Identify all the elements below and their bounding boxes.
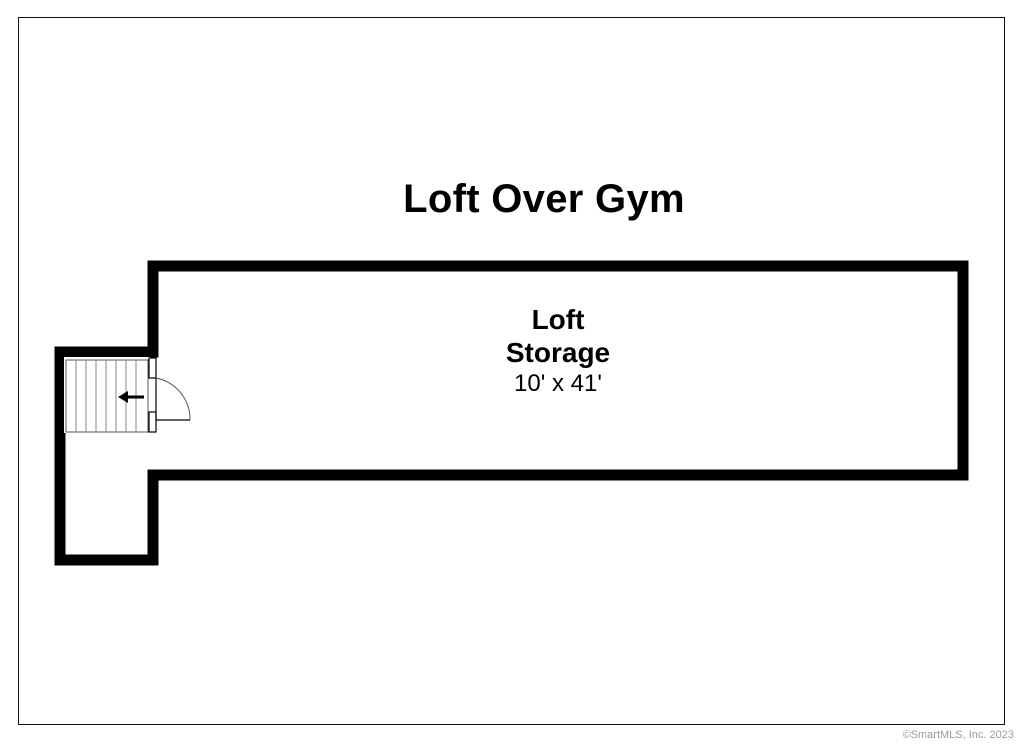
- door-swing-icon: [155, 377, 191, 421]
- arrow-left-icon: [118, 391, 144, 403]
- plan-frame: [18, 17, 1005, 725]
- room-dimensions: 10' x 41': [514, 370, 602, 397]
- exterior-wall: [54, 260, 969, 566]
- room-name-line-2: Storage: [505, 337, 611, 368]
- door-jambs: [148, 357, 157, 433]
- room-name-line-1: Loft: [531, 304, 585, 335]
- copyright-notice: ©SmartMLS, Inc. 2023: [902, 729, 1014, 741]
- plan-title: Loft Over Gym: [403, 177, 685, 221]
